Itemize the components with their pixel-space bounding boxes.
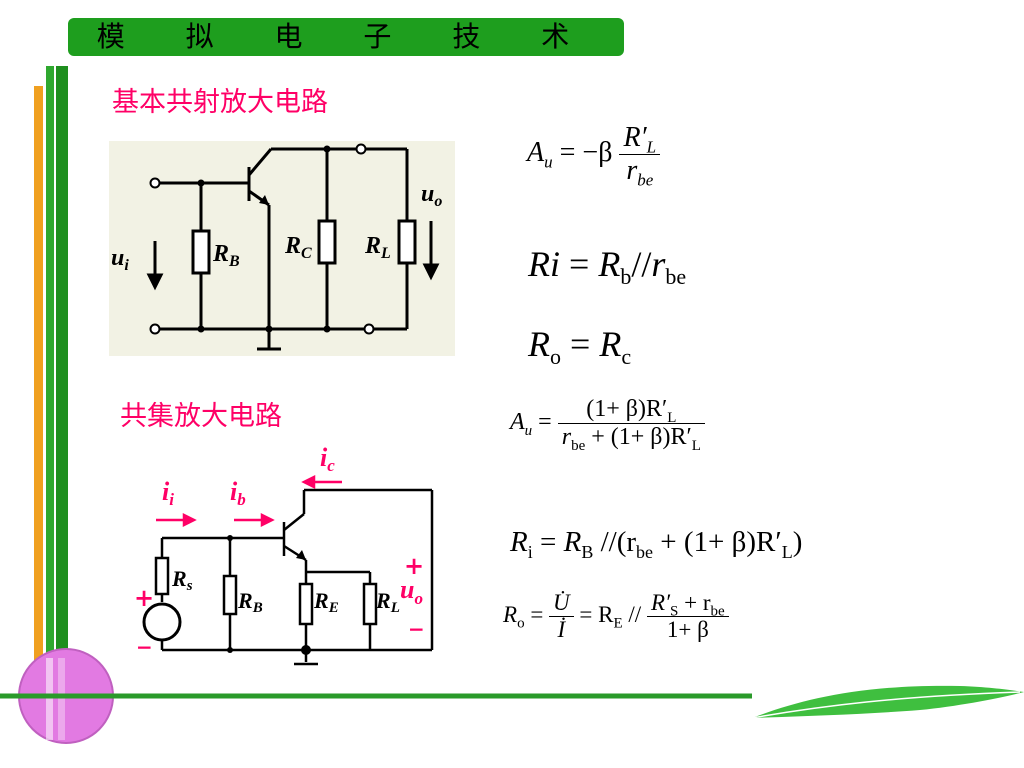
cc-label-ic: ic [320,443,335,475]
cc-label-ii: ii [162,477,174,509]
header-bar [68,18,624,56]
formula-cc-ri: Ri = RB //(rbe + (1+ β)R′L) [510,526,803,562]
ce-label-ui: ui [111,245,129,274]
bottom-decoration [0,648,1024,744]
cc-label-re: RE [313,588,339,616]
ce-label-rb: RB [212,241,240,270]
cc-label-rs: Rs [171,566,193,594]
ce-label-uo: uo [421,181,442,210]
cc-label-rb: RB [237,588,263,616]
section-title-ce: 基本共射放大电路 [112,87,328,118]
cc-src-minus: − [136,635,153,659]
ce-label-rl: RL [364,233,391,262]
cc-uo-plus: + [404,551,424,580]
page-title: 模 拟 电 子 技 术 [96,20,596,53]
cc-label-uo: uo [400,575,423,608]
section-title-cc: 共集放大电路 [120,401,282,432]
formula-ce-ro: Ro = Rc [528,324,632,370]
ce-circuit-panel [109,141,455,356]
cc-circuit-diagram: ic ii ib Rs RB RE RL uo + − + − [134,443,434,666]
decor-bar-orange [34,86,43,718]
cc-uo-minus: − [408,617,425,641]
cc-src-plus: + [134,583,154,612]
ce-label-rc: RC [284,233,312,262]
formula-ce-ri: Ri = Rb//rbe [528,244,687,290]
decor-bar-green-wide [56,66,68,718]
cc-label-ib: ib [230,477,246,509]
cc-label-rl: RL [375,588,400,616]
decor-bar-green-left [46,66,54,718]
ce-circuit-diagram: ui RB RC RL uo [111,143,442,351]
